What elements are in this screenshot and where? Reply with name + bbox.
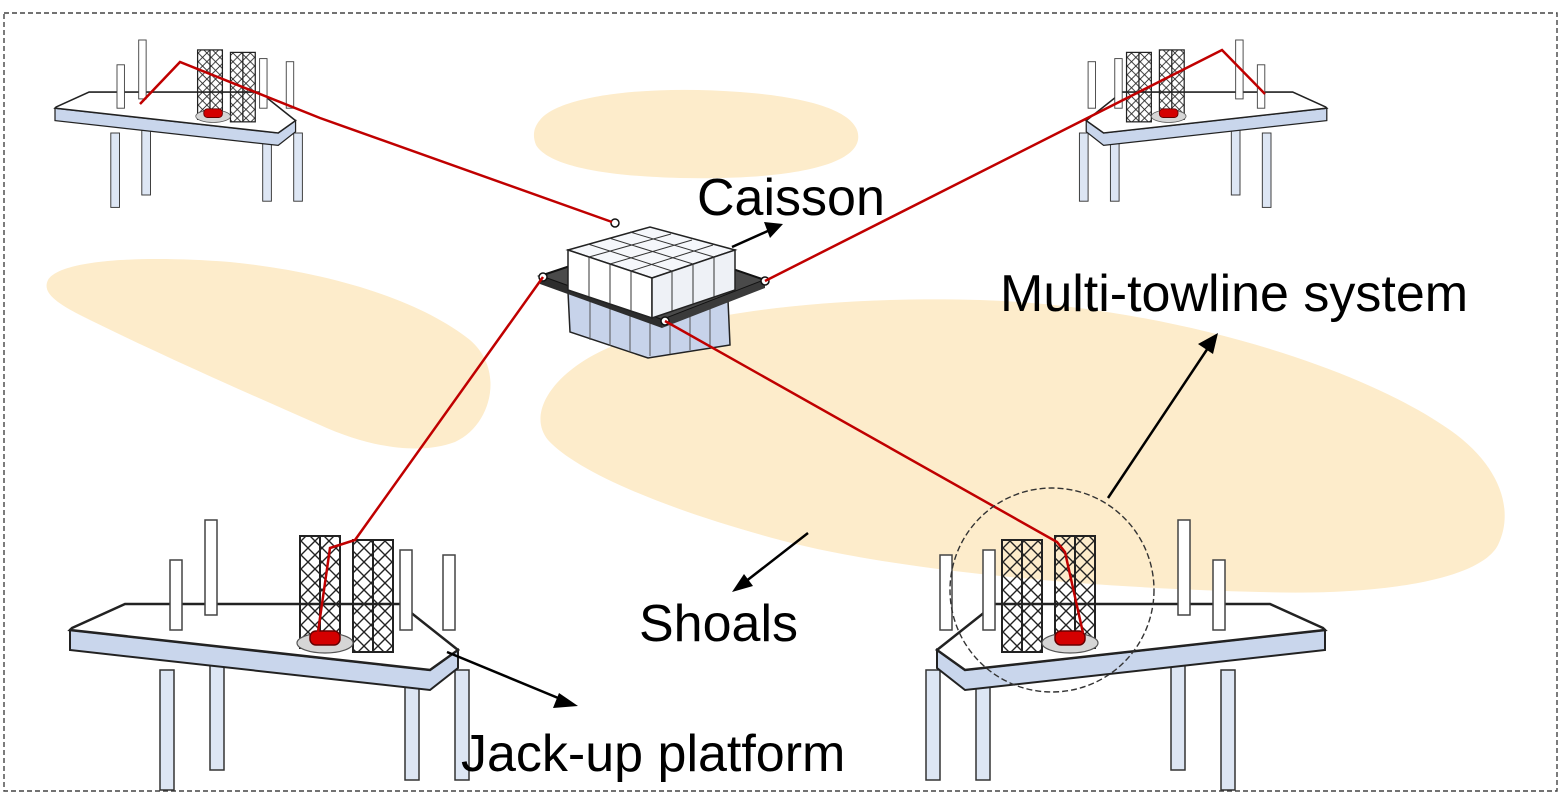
towline-top-right [764,48,1266,283]
platform-leg [293,132,303,202]
towline-bottom-right [664,319,1085,634]
platform-leg [110,132,120,208]
winch-icon [203,108,223,118]
platform-leg [1230,126,1241,196]
platform-pole [169,559,183,631]
platform-pole [939,554,953,631]
towline-bottom-left [316,276,545,633]
platform-pole [1177,519,1191,616]
platform-pole [204,519,218,616]
platform-leg [209,659,225,771]
jack-up-platform-top-right [1078,39,1329,208]
arrow-jack-up [446,650,564,702]
platform-leg [1220,669,1236,791]
jack-up-platform-bottom-right [925,519,1328,791]
winch-icon [309,630,341,646]
platform-pole [399,549,413,631]
shoal-left [46,259,491,449]
platform-pole [1114,58,1123,109]
multi-towline-highlight-circle [949,487,1155,693]
platform-leg [1261,132,1272,208]
arrow-caisson [731,228,771,249]
jack-up-platform-top-left [53,39,303,208]
shoal-large [540,299,1505,593]
shoal-top-center [533,89,859,179]
label-caisson: Caisson [697,169,885,227]
platform-leg [925,669,941,781]
platform-pole [138,39,147,100]
platforms-group [53,39,1329,791]
arrow-shoals [744,532,809,583]
towline-top-left [139,60,613,224]
platform-leg [141,126,151,196]
platform-leg [1078,132,1089,202]
platform-pole [285,61,295,109]
arrow-multi-towline [1106,347,1210,499]
shoals-group [46,89,1505,593]
platform-leg [1170,659,1186,771]
winch-icon [1054,630,1086,646]
platform-pole [1087,61,1097,109]
towlines-group [139,48,1266,634]
jack-up-platform-bottom-left [67,519,470,791]
winch-icon [1158,108,1179,118]
platform-pole [442,554,456,631]
platform-pole [259,58,268,109]
platform-pole [982,549,996,631]
dashed-frame [3,12,1558,792]
platform-pole [1212,559,1226,631]
label-multi-towline-system: Multi-towline system [1000,265,1469,323]
caisson [536,218,770,359]
label-jack-up-platform: Jack-up platform [461,725,846,783]
platform-leg [159,669,175,791]
platform-pole [116,64,125,109]
platform-leg [454,669,470,781]
annotation-arrows [446,222,1218,708]
label-shoals: Shoals [639,595,798,653]
